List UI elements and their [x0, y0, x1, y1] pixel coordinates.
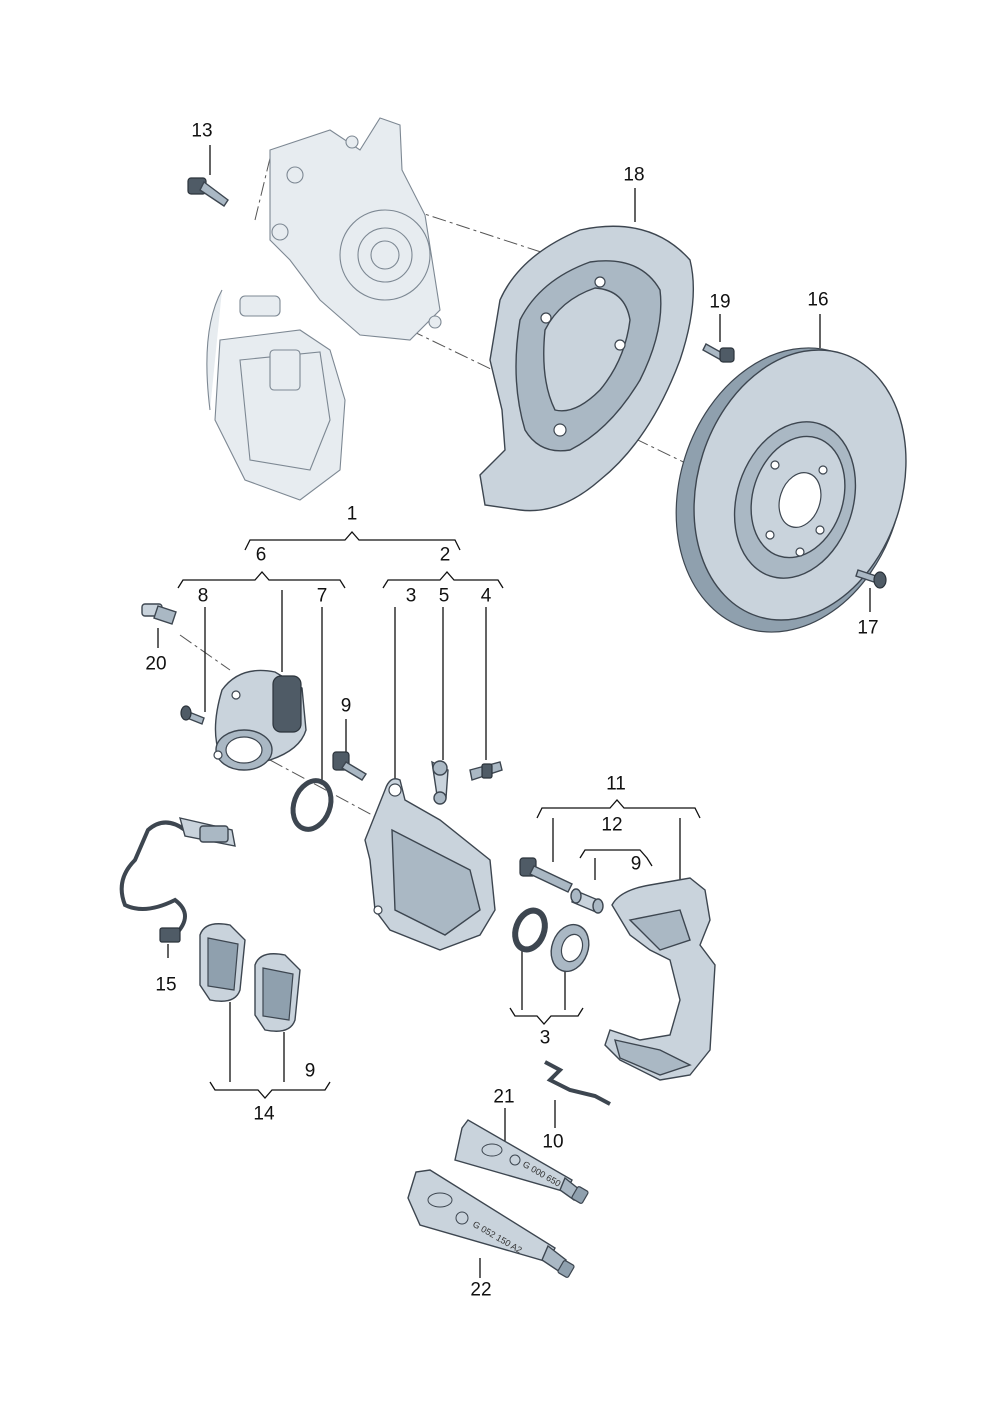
- bleeder-cap-5: [431, 760, 449, 805]
- caliper-carrier-11: [604, 877, 716, 1081]
- shield-bolt-19: [702, 343, 735, 363]
- callout-20: 20: [145, 653, 167, 675]
- callout-1: 1: [346, 503, 358, 525]
- seal-kit-3: [512, 907, 590, 973]
- callout-16: 16: [807, 289, 829, 311]
- callout-9-middle: 9: [630, 853, 642, 875]
- grease-tube-21: G 000 650: [454, 1108, 589, 1204]
- callout-7: 7: [316, 585, 328, 607]
- electrical-plug-20: [141, 603, 177, 648]
- callout-6: 6: [255, 544, 267, 566]
- callout-5: 5: [438, 585, 450, 607]
- callout-17: 17: [857, 617, 879, 639]
- callout-8: 8: [197, 585, 209, 607]
- callout-9-lower: 9: [304, 1060, 316, 1082]
- callout-11: 11: [606, 773, 626, 795]
- motor-screw-8: [180, 705, 205, 725]
- callout-14: 14: [253, 1103, 275, 1125]
- callout-21: 21: [493, 1086, 515, 1108]
- wheel-hub-carrier-illustration: [206, 117, 442, 501]
- callout-4: 4: [480, 585, 492, 607]
- o-ring-7: [290, 778, 334, 832]
- callout-19: 19: [709, 291, 731, 313]
- leader-lines-upper: [204, 145, 871, 810]
- callout-13: 13: [191, 120, 213, 142]
- group-brackets-upper: [177, 531, 504, 589]
- wear-sensor-15: [119, 817, 236, 958]
- callout-9-upper: 9: [340, 695, 352, 717]
- disc-screw-17: [855, 569, 887, 589]
- callout-15: 15: [155, 974, 177, 996]
- bolt-9-upper: [332, 751, 367, 781]
- callout-3-housing: 3: [405, 585, 417, 607]
- guide-bolt-set-12: [519, 857, 604, 914]
- callout-12: 12: [601, 814, 623, 836]
- callout-2: 2: [439, 544, 451, 566]
- hub-bolt-13: [187, 177, 229, 207]
- group-brackets-lower: [509, 799, 701, 1025]
- brake-caliper-housing-3: [364, 778, 496, 951]
- retaining-clip-10: [544, 1060, 611, 1128]
- callout-3-seals: 3: [539, 1027, 551, 1049]
- callout-18: 18: [623, 164, 645, 186]
- grease-tube-22: G 052 150 A2: [407, 1169, 575, 1278]
- parking-brake-motor-6: [213, 669, 307, 771]
- bleeder-valve-4: [469, 761, 503, 781]
- brake-pads-14: [199, 923, 331, 1099]
- callout-10: 10: [542, 1131, 564, 1153]
- brake-disc-16: [675, 347, 907, 633]
- callout-22: 22: [470, 1279, 492, 1301]
- brake-splash-shield-18: [479, 225, 695, 512]
